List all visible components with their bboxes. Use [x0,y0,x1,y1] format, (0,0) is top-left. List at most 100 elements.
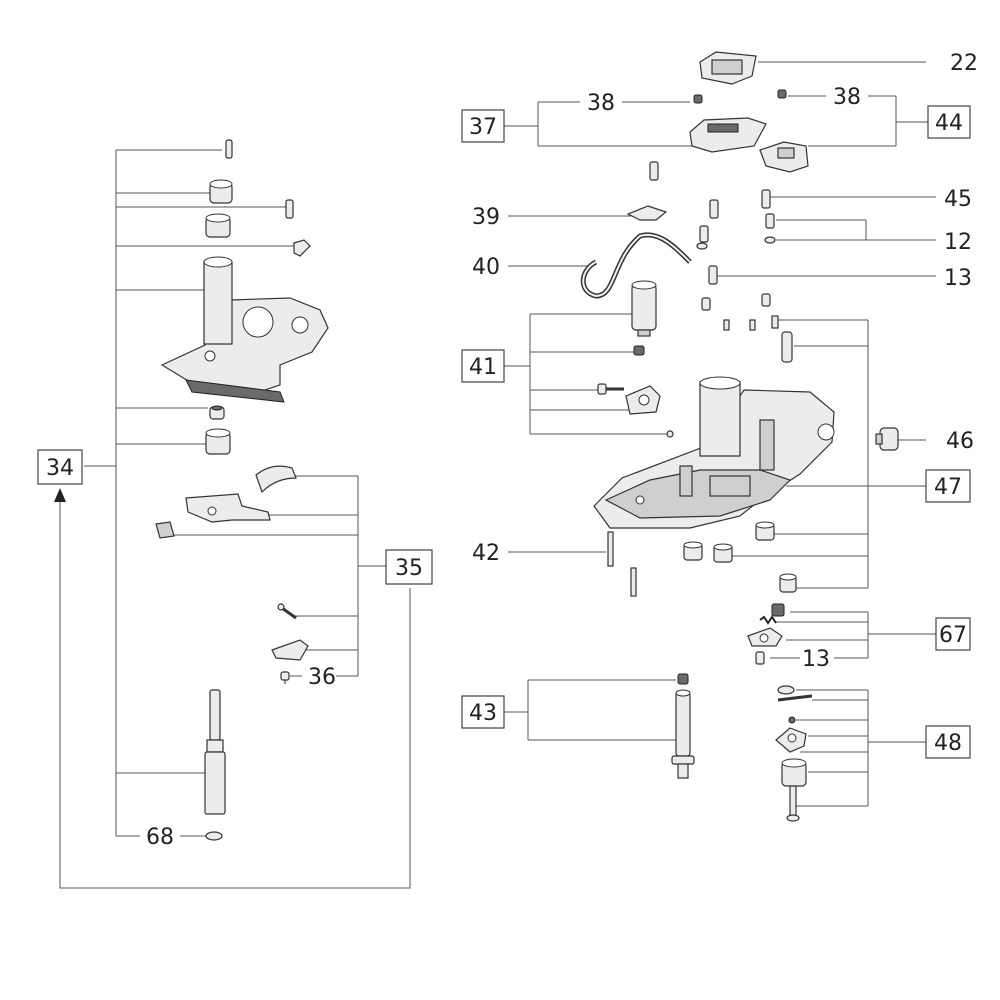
callout-box-35 [385,549,433,585]
callout-box-67-label: 67 [939,623,967,648]
catch-lever-part [775,727,807,753]
callout-13-top: 13 [944,266,972,291]
ring-part [205,831,223,841]
screw-part [277,603,297,620]
shaft-part [671,673,695,779]
screw-part [699,225,709,243]
bushing-part [713,543,733,563]
nut-part [209,405,225,420]
callout-box-43-label: 43 [469,701,497,726]
holder-part [625,385,661,415]
callout-box-67 [935,617,971,651]
cover-part [699,51,757,85]
lever-cap-part [255,465,297,494]
spring-part [777,694,813,702]
spring-part [759,615,777,625]
callout-box-44 [927,105,971,139]
stop-rod-part [786,785,800,822]
callout-45: 45 [944,187,972,212]
bushing-part [755,521,775,541]
long-screw-part [607,531,614,567]
screw-part [755,651,765,665]
guide-column-part [204,689,226,815]
callout-12: 12 [944,230,972,255]
lever-part [185,493,271,523]
left-assembly-leaders [54,149,411,889]
screw-part [597,383,624,395]
bracket-part [271,639,309,661]
left-assembly-parts [155,139,329,841]
callout-box-34 [37,449,83,485]
callout-box-47-label: 47 [934,475,962,500]
callout-42: 42 [472,541,500,566]
screw-part [761,293,771,307]
callout-box-37-label: 37 [469,115,497,140]
callout-box-48-label: 48 [934,731,962,756]
washer-part [696,242,708,250]
right-top-parts [580,51,809,299]
nut-part [666,430,674,438]
plunge-base-part [160,256,329,403]
callout-box-43 [461,695,505,729]
callout-68: 68 [146,825,174,850]
callout-box-48 [925,725,971,759]
switch-housing-part [759,141,809,173]
right-middle-parts [593,280,899,597]
lock-part [771,603,785,617]
screw-part [701,297,711,311]
callout-box-47 [925,469,971,503]
bushing-part [205,428,231,455]
callout-box-41-label: 41 [469,355,497,380]
callout-box-35-label: 35 [395,556,423,581]
right-bottom-parts [671,603,813,822]
screw-part [708,265,718,285]
pin-part [781,331,793,363]
catch-part [747,627,783,647]
screw-part [709,199,719,219]
screw-part [761,189,771,209]
callout-38-left: 38 [587,91,615,116]
clamp-part [155,521,175,539]
ball-part [788,716,796,724]
pin-part [225,139,233,159]
callout-box-34-label: 34 [46,456,74,481]
callout-box-44-label: 44 [935,111,963,136]
bushing-part [205,213,231,238]
callout-39: 39 [472,205,500,230]
knob-part [875,427,899,451]
callout-13-bottom: 13 [802,647,830,672]
callout-box-41 [461,349,505,383]
screw-part [649,161,659,181]
right-top-leaders [504,61,936,277]
right-middle-leaders [504,313,926,589]
bushing-part [209,179,233,204]
brush-part [633,345,645,356]
screw-part [693,94,703,104]
pin-part [285,199,294,219]
bushing-part [779,573,797,593]
pin-part [723,319,730,331]
screw-part [765,213,775,229]
callout-22: 22 [950,51,978,76]
screw-part [777,89,787,99]
callout-40: 40 [472,255,500,280]
bushing-part [683,541,703,561]
small-screw-part [280,671,290,684]
switch-part [689,117,767,153]
right-bottom-leaders [504,611,936,807]
clip-part [293,239,311,257]
spring-clip-part [626,205,668,221]
callout-box-37 [461,109,505,143]
washer-part [764,236,776,244]
stop-knob-part [781,758,807,787]
pin-part [749,319,756,331]
washer-part [777,685,795,695]
motor-part [631,280,657,337]
pin-part [771,315,779,329]
callout-46: 46 [946,429,974,454]
callout-36: 36 [308,665,336,690]
long-screw-part [630,567,637,597]
callout-38-right: 38 [833,85,861,110]
motor-housing-part [593,376,835,529]
